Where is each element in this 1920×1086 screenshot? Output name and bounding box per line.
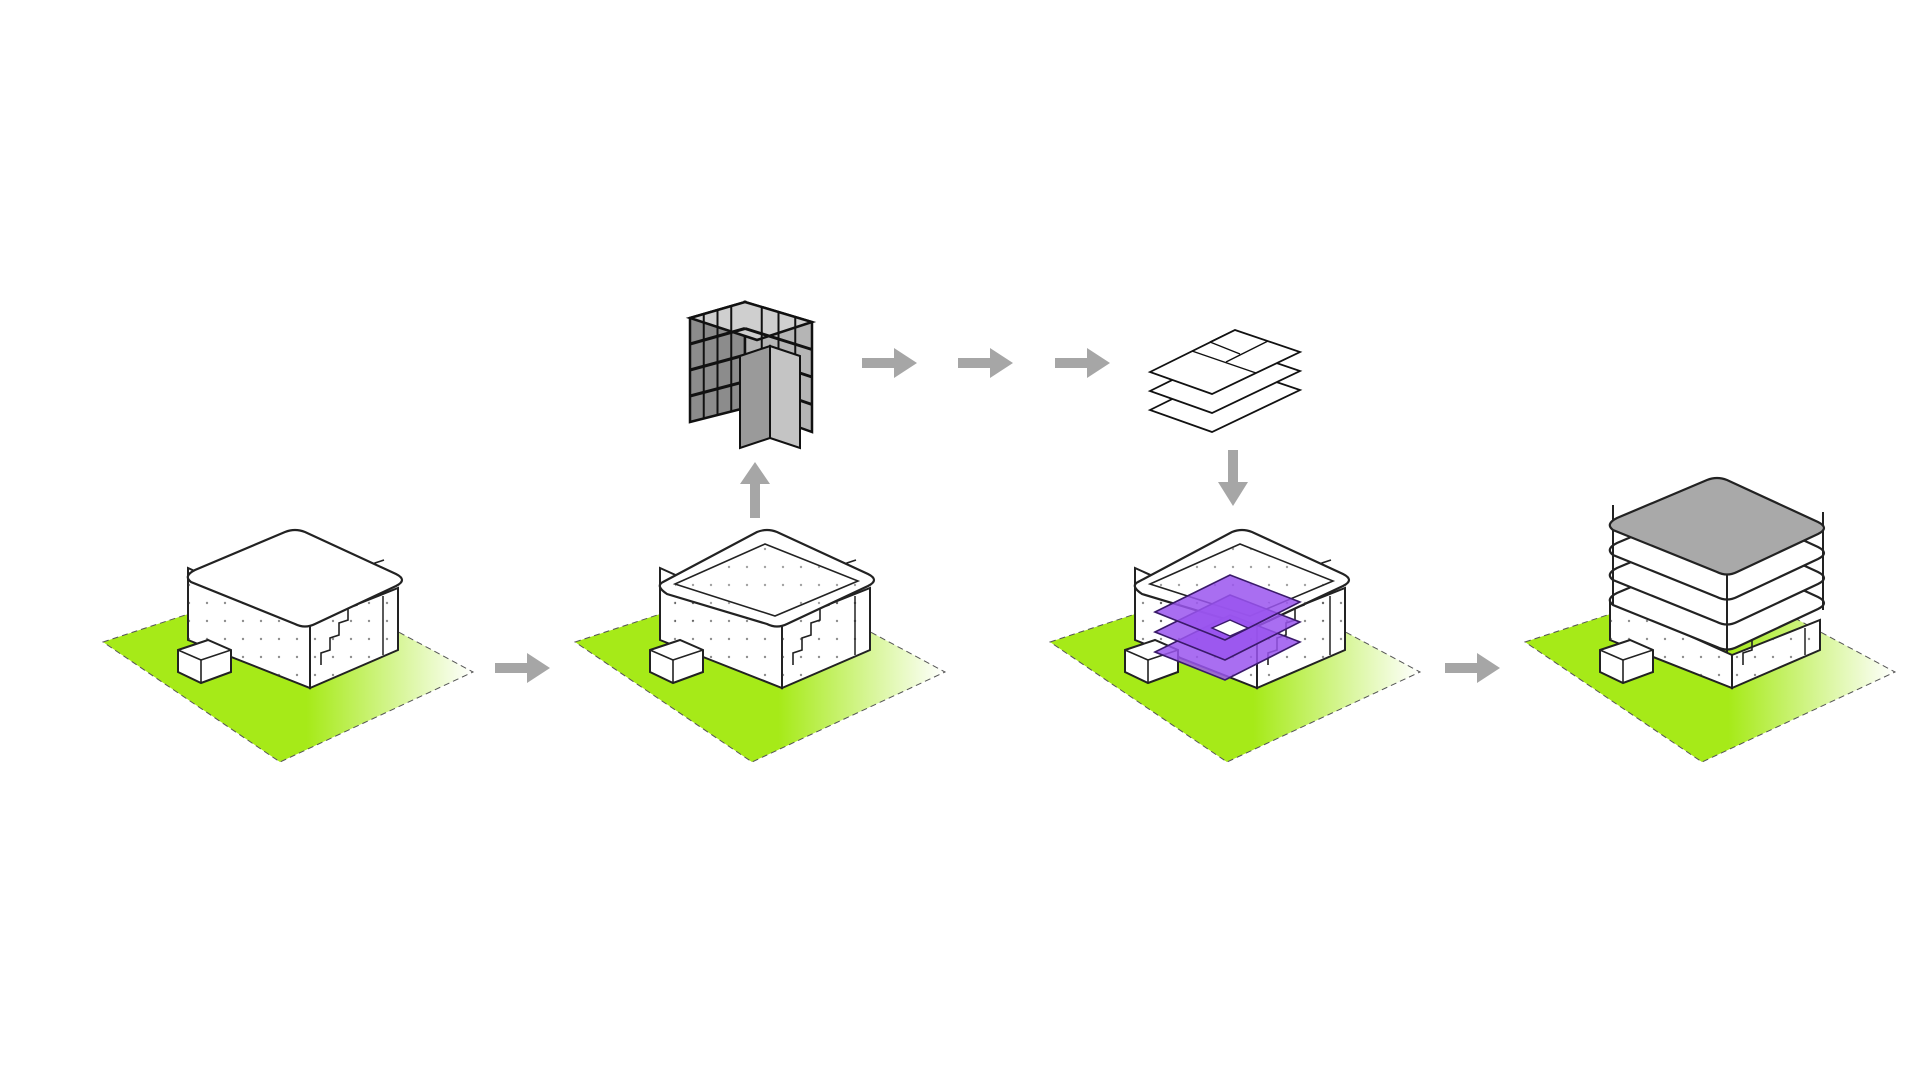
entrance-edge <box>672 649 704 661</box>
entrance-edge <box>1124 649 1149 661</box>
site-boundary <box>573 577 947 763</box>
entrance-box <box>649 638 704 685</box>
arrow-down-icon <box>1218 450 1248 506</box>
entrance-box <box>177 638 232 685</box>
arrow-right-icon <box>1055 348 1110 378</box>
arrow-step2-to-frame <box>740 462 770 518</box>
arrow-right-icon <box>958 348 1013 378</box>
site-boundary <box>1048 577 1422 763</box>
facade-dots <box>1732 620 1820 688</box>
floor-void <box>1210 619 1250 637</box>
inserted-floor-top <box>1153 574 1302 641</box>
facade-dots <box>310 588 398 688</box>
arrow-frame-to-plates-1 <box>862 348 917 378</box>
floor-plate-subdivision <box>1209 341 1241 355</box>
floor-plate-subdivision <box>1225 340 1269 363</box>
arrow-step3-to-step4 <box>1445 653 1500 683</box>
site-boundary <box>1523 577 1897 763</box>
frame-slab-edge <box>689 380 746 398</box>
step-3-shell-with-floors <box>1048 528 1422 763</box>
facade-dots <box>1610 600 1732 688</box>
arrow-right-icon <box>1445 653 1500 683</box>
entrance-edge <box>1599 649 1624 661</box>
arrow-frame-to-plates-2 <box>958 348 1013 378</box>
arrow-right-icon <box>862 348 917 378</box>
entrance-box <box>1599 638 1654 685</box>
entrance-edge <box>1622 649 1654 661</box>
arrow-step1-to-step2 <box>495 653 550 683</box>
arrow-plates-to-step3 <box>1218 450 1248 506</box>
arrow-up-icon <box>740 462 770 518</box>
step-4-stacked-roofs <box>1523 476 1897 763</box>
site-boundary <box>101 577 475 763</box>
floor-plate-stack-module <box>1147 329 1303 433</box>
arrow-right-icon <box>495 653 550 683</box>
inner-wall-dots <box>675 544 765 628</box>
entrance-edge <box>649 649 674 661</box>
frame-core-wall <box>739 344 771 450</box>
arrow-frame-to-plates-3 <box>1055 348 1110 378</box>
roof-slab <box>186 528 404 628</box>
step-1-closed-volume <box>101 528 475 763</box>
entrance-edge <box>177 649 202 661</box>
roof-slab-top-gray <box>1608 476 1826 576</box>
diagram-scene <box>101 300 1897 763</box>
entrance-edge <box>200 649 232 661</box>
inner-wall-dots <box>765 544 858 624</box>
facade-dots <box>188 568 310 688</box>
inner-wall-dots <box>1240 544 1333 624</box>
step-2-open-shell <box>573 528 947 763</box>
floor-plate-subdivision <box>1191 350 1257 374</box>
structural-frame-module <box>685 300 817 450</box>
frame-core-wall <box>769 344 801 450</box>
floor-plate-subdivision <box>1209 329 1236 343</box>
